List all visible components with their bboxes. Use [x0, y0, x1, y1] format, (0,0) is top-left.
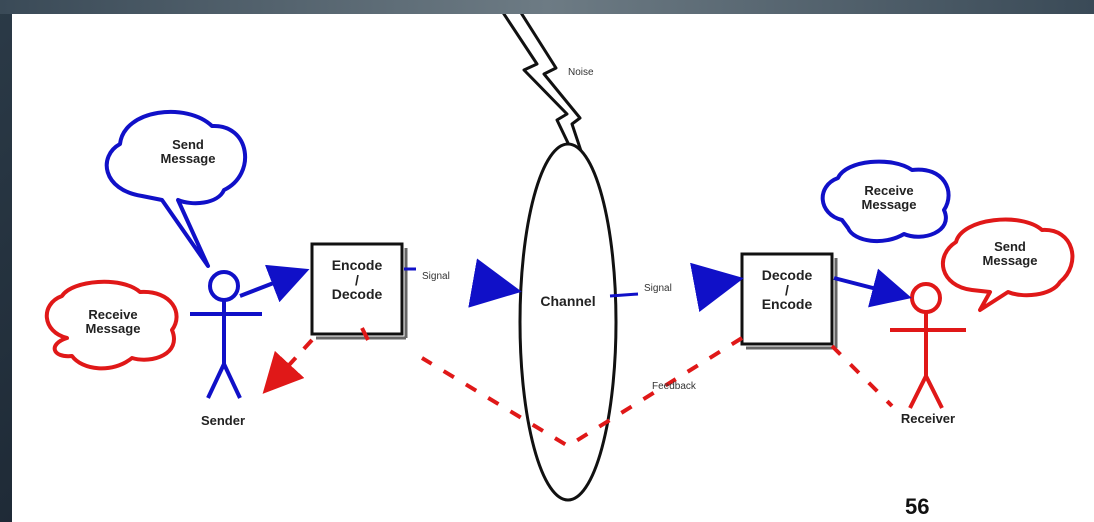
sender-box-line-3: Decode — [331, 286, 383, 303]
channel-signal-line — [609, 292, 639, 298]
channel-label: Channel — [540, 293, 596, 309]
receiver-send-line-2: Message — [982, 252, 1038, 268]
receiver-box-line-2: / — [785, 281, 789, 298]
slide-top-bar — [0, 0, 1094, 14]
receiver-send-bubble — [940, 217, 1075, 312]
noise-label: Noise — [568, 67, 594, 78]
receiver-name-label: Receiver — [900, 411, 956, 426]
sender-send-line-2: Message — [160, 150, 216, 166]
sender-stick-figure — [190, 270, 262, 399]
sender-name-label: Sender — [200, 413, 246, 428]
signal-to-decoder-arrow — [690, 262, 744, 312]
receiver-stick-figure — [890, 282, 966, 409]
receiver-send-bubble-text: Send Message — [960, 240, 1060, 267]
receiver-box-line-3: Encode — [761, 296, 813, 313]
receiver-decode-box — [740, 252, 834, 346]
sender-receive-line-2: Message — [85, 320, 141, 336]
receiver-receive-line-1: Receive — [864, 183, 914, 198]
feedback-dashed-path — [830, 344, 894, 408]
receiver-signal-label: Signal — [644, 283, 672, 294]
signal-to-channel-arrow — [468, 258, 522, 308]
channel-ellipse — [518, 142, 618, 502]
receiver-send-line-1: Send — [994, 239, 1026, 254]
sender-send-bubble-text: Send Message — [138, 138, 238, 165]
sender-to-encoder-arrow — [239, 264, 310, 303]
slide-number: 56 — [905, 494, 930, 519]
feedback-to-sender-arrow — [262, 338, 314, 394]
sender-box-line-1: Encode — [331, 257, 383, 273]
sender-encode-box — [310, 242, 404, 336]
sender-box-text: Encode / Decode — [312, 258, 402, 302]
receiver-box-text: Decode / Encode — [742, 268, 832, 312]
diagram-panel: Noise Channel Feedback Send Message Rece… — [12, 14, 1094, 522]
sender-signal-label: Signal — [422, 271, 450, 282]
receiver-receive-bubble — [820, 159, 951, 244]
sender-receive-line-1: Receive — [88, 307, 138, 322]
sender-send-bubble — [104, 109, 248, 268]
sender-send-line-1: Send — [172, 137, 204, 152]
receiver-receive-bubble-text: Receive Message — [834, 184, 944, 211]
communication-model-diagram — [44, 14, 1075, 502]
receiver-box-line-1: Decode — [761, 267, 813, 283]
sender-box-line-2: / — [355, 271, 359, 288]
sender-receive-bubble — [44, 279, 179, 371]
sender-receive-bubble-text: Receive Message — [58, 308, 168, 335]
receiver-receive-line-2: Message — [861, 196, 917, 212]
sender-box-feedback-tick — [360, 327, 370, 341]
decoder-to-receiver-arrow — [833, 268, 912, 308]
feedback-label: Feedback — [652, 381, 696, 392]
feedback-dashed-return — [420, 336, 744, 449]
